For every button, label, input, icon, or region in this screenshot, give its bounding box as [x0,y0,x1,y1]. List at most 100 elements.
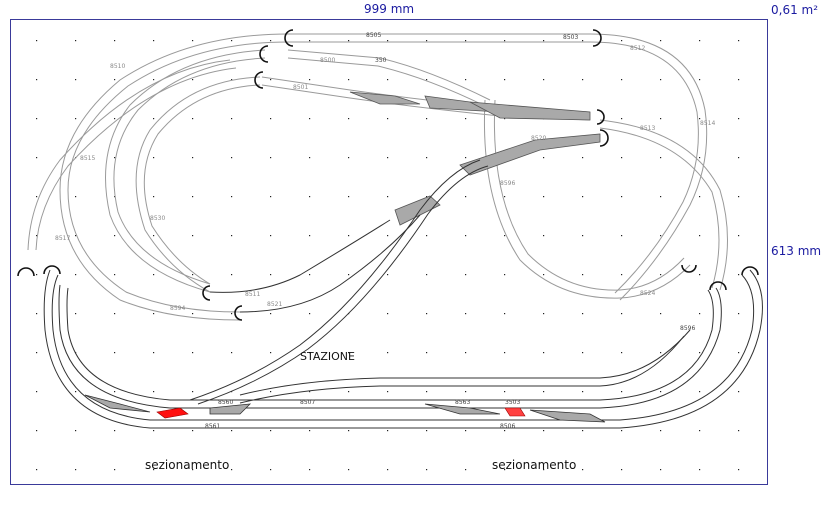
bumper-icon [284,29,294,47]
grid-dot [465,235,467,237]
grid-dot [426,196,428,198]
grid-dot [426,118,428,120]
grid-dot [270,352,272,354]
grid-dot [348,118,350,120]
section-label-left: sezionamento [145,458,230,472]
grid-dot [192,313,194,315]
grid-dot [387,118,389,120]
area-label: 0,61 m² [771,3,819,17]
grid-dot [231,430,233,432]
grid-dot [270,157,272,159]
grid-dot [582,235,584,237]
track-code: 8503 [563,34,578,41]
grid-dot [153,118,155,120]
grid-dot [426,79,428,81]
grid-dot [582,469,584,471]
grid-dot [387,352,389,354]
track-code: 8560 [218,399,233,406]
grid-dot [504,79,506,81]
grid-dot [36,196,38,198]
grid-dot [660,79,662,81]
grid-dot [192,235,194,237]
grid-dot [621,40,623,42]
grid-dot [465,79,467,81]
grid-dot [309,313,311,315]
grid-dot [36,79,38,81]
grid-dot [36,235,38,237]
grid-dot [582,352,584,354]
grid-dot [75,40,77,42]
grid-dot [348,40,350,42]
bumper-icon [17,267,35,277]
grid-dot [660,352,662,354]
grid-dot [348,274,350,276]
grid-dot [114,196,116,198]
grid-dot [465,430,467,432]
grid-dot [387,469,389,471]
grid-dot [270,235,272,237]
grid-dot [543,40,545,42]
grid-dot [699,430,701,432]
track-code: 3503 [505,399,520,406]
grid-dot [348,79,350,81]
grid-dot [543,469,545,471]
grid-dot [621,79,623,81]
track-code: 8510 [110,63,125,70]
bumper-icon [709,281,727,291]
grid-dot [582,79,584,81]
grid-dot [426,40,428,42]
lower-switches [84,394,606,423]
grid-dot [543,196,545,198]
grid-dot [36,274,38,276]
grid-dot [504,196,506,198]
grid-dot [75,313,77,315]
grid-dot [543,79,545,81]
track-code: 8506 [500,423,515,430]
grid-dot [153,79,155,81]
track-code: 8521 [267,301,282,308]
grid-dot [231,157,233,159]
upper-level-tracks [27,33,728,321]
grid-dot [36,469,38,471]
grid-dot [660,391,662,393]
grid-dot [660,235,662,237]
grid-dot [348,352,350,354]
grid-dot [738,235,740,237]
track-code-labels: 8505 8503 8500 8501 8510 8520 8560 8506 … [55,32,715,430]
grid-dot [504,313,506,315]
grid-dot [582,274,584,276]
grid-dot [582,40,584,42]
grid-dot [387,235,389,237]
grid-dot [153,196,155,198]
track-code: 350 [375,57,387,64]
grid-dot [426,157,428,159]
section-label-right: sezionamento [492,458,577,472]
grid-dot [153,352,155,354]
grid-dot [36,313,38,315]
grid-dot [36,430,38,432]
grid-dot [309,274,311,276]
grid-dot [36,157,38,159]
grid-dot [465,352,467,354]
track-code: 8517 [55,235,70,242]
grid-dot [660,274,662,276]
grid-dot [75,118,77,120]
grid-dot [153,430,155,432]
grid-dot [621,157,623,159]
grid-dot [309,118,311,120]
grid-dot [114,118,116,120]
section-markers [156,407,526,419]
grid-dot [153,313,155,315]
grid-dot [348,157,350,159]
grid-dot [153,235,155,237]
grid-dot [348,196,350,198]
grid-dot [738,391,740,393]
station-label: STAZIONE [300,350,355,363]
grid-dot [660,157,662,159]
bumper-icon [741,266,759,276]
grid-dot [75,235,77,237]
grid-dot [153,274,155,276]
grid-dot [36,352,38,354]
track-code: 8530 [150,215,165,222]
